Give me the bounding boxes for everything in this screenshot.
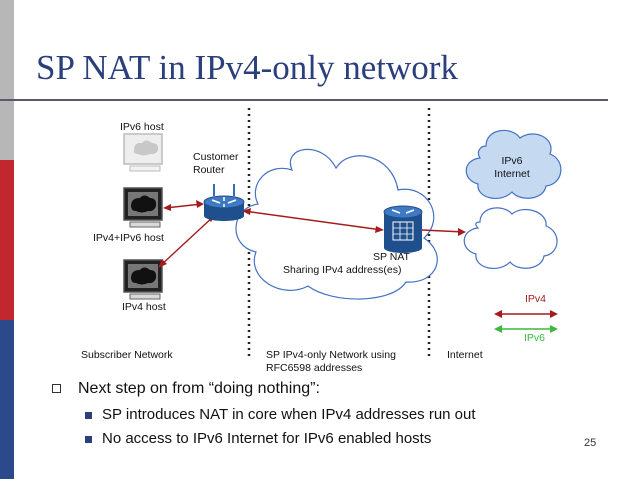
sp-nat-sharing-label: Sharing IPv4 address(es) <box>283 264 402 276</box>
ipv6-internet-cloud-icon <box>465 129 562 200</box>
arrowhead <box>375 226 384 233</box>
ipv4-host-label: IPv4 host <box>122 301 166 313</box>
bullet-sub-2-text: No access to IPv6 Internet for IPv6 enab… <box>102 430 432 447</box>
stripe-red <box>0 160 14 320</box>
ipv4-link-router-nat <box>243 210 383 231</box>
bullet-main: Next step on from “doing nothing”: <box>52 378 476 404</box>
bullet-square-icon <box>85 436 92 443</box>
arrowhead <box>494 325 502 333</box>
bullet-sub-2: No access to IPv6 Internet for IPv6 enab… <box>52 428 476 452</box>
bullet-box-icon <box>52 384 61 393</box>
ipv6-internet-label-line1: IPv6 <box>501 155 523 167</box>
legend-ipv4-label: IPv4 <box>525 293 547 305</box>
stripe-gray-top <box>0 0 14 160</box>
arrowhead <box>550 325 558 333</box>
ipv4-internet-cloud-icon <box>463 207 558 270</box>
ipv4-link-ipv4-host <box>159 215 215 267</box>
arrowhead <box>158 259 167 268</box>
dual-stack-host-label: IPv4+IPv6 host <box>93 232 164 244</box>
sp-network-label-line2: RFC6598 addresses <box>266 362 363 374</box>
ipv4-host-icon <box>123 259 163 300</box>
ipv4-ipv6-host-icon <box>123 187 163 228</box>
ipv6-host-label: IPv6 host <box>120 121 164 133</box>
customer-router-label-line2: Router <box>193 164 225 176</box>
bullet-sub-1: SP introduces NAT in core when IPv4 addr… <box>52 404 476 428</box>
legend-ipv6-label: IPv6 <box>524 332 546 344</box>
arrowhead <box>550 310 558 318</box>
arrowhead <box>196 200 204 208</box>
arrowhead <box>458 228 466 236</box>
page-number: 25 <box>584 437 597 449</box>
bullet-main-text: Next step on from “doing nothing”: <box>78 380 320 397</box>
bullet-sub-1-text: SP introduces NAT in core when IPv4 addr… <box>102 406 476 423</box>
ipv6-internet-label-line2: Internet <box>494 168 530 180</box>
bullet-list: Next step on from “doing nothing”: SP in… <box>52 378 476 452</box>
arrowhead <box>163 204 171 211</box>
customer-router-icon <box>203 184 245 221</box>
sp-network-label-line1: SP IPv4-only Network using <box>266 349 396 361</box>
arrowhead <box>242 208 251 215</box>
ipv4-link-nat-internet <box>421 229 465 233</box>
title-rule <box>0 99 608 101</box>
ipv4-link-dual-host <box>164 203 203 209</box>
arrowhead <box>494 310 502 318</box>
internet-label: Internet <box>447 349 483 361</box>
stripe-blue <box>0 320 14 479</box>
slide-title: SP NAT in IPv4-only network <box>36 48 458 87</box>
subscriber-network-label: Subscriber Network <box>81 349 173 361</box>
customer-router-label-line1: Customer <box>193 151 239 163</box>
bullet-square-icon <box>85 412 92 419</box>
sp-nat-router-icon <box>383 205 423 253</box>
sp-nat-label: SP NAT <box>373 251 410 263</box>
ipv6-host-icon <box>123 133 163 172</box>
